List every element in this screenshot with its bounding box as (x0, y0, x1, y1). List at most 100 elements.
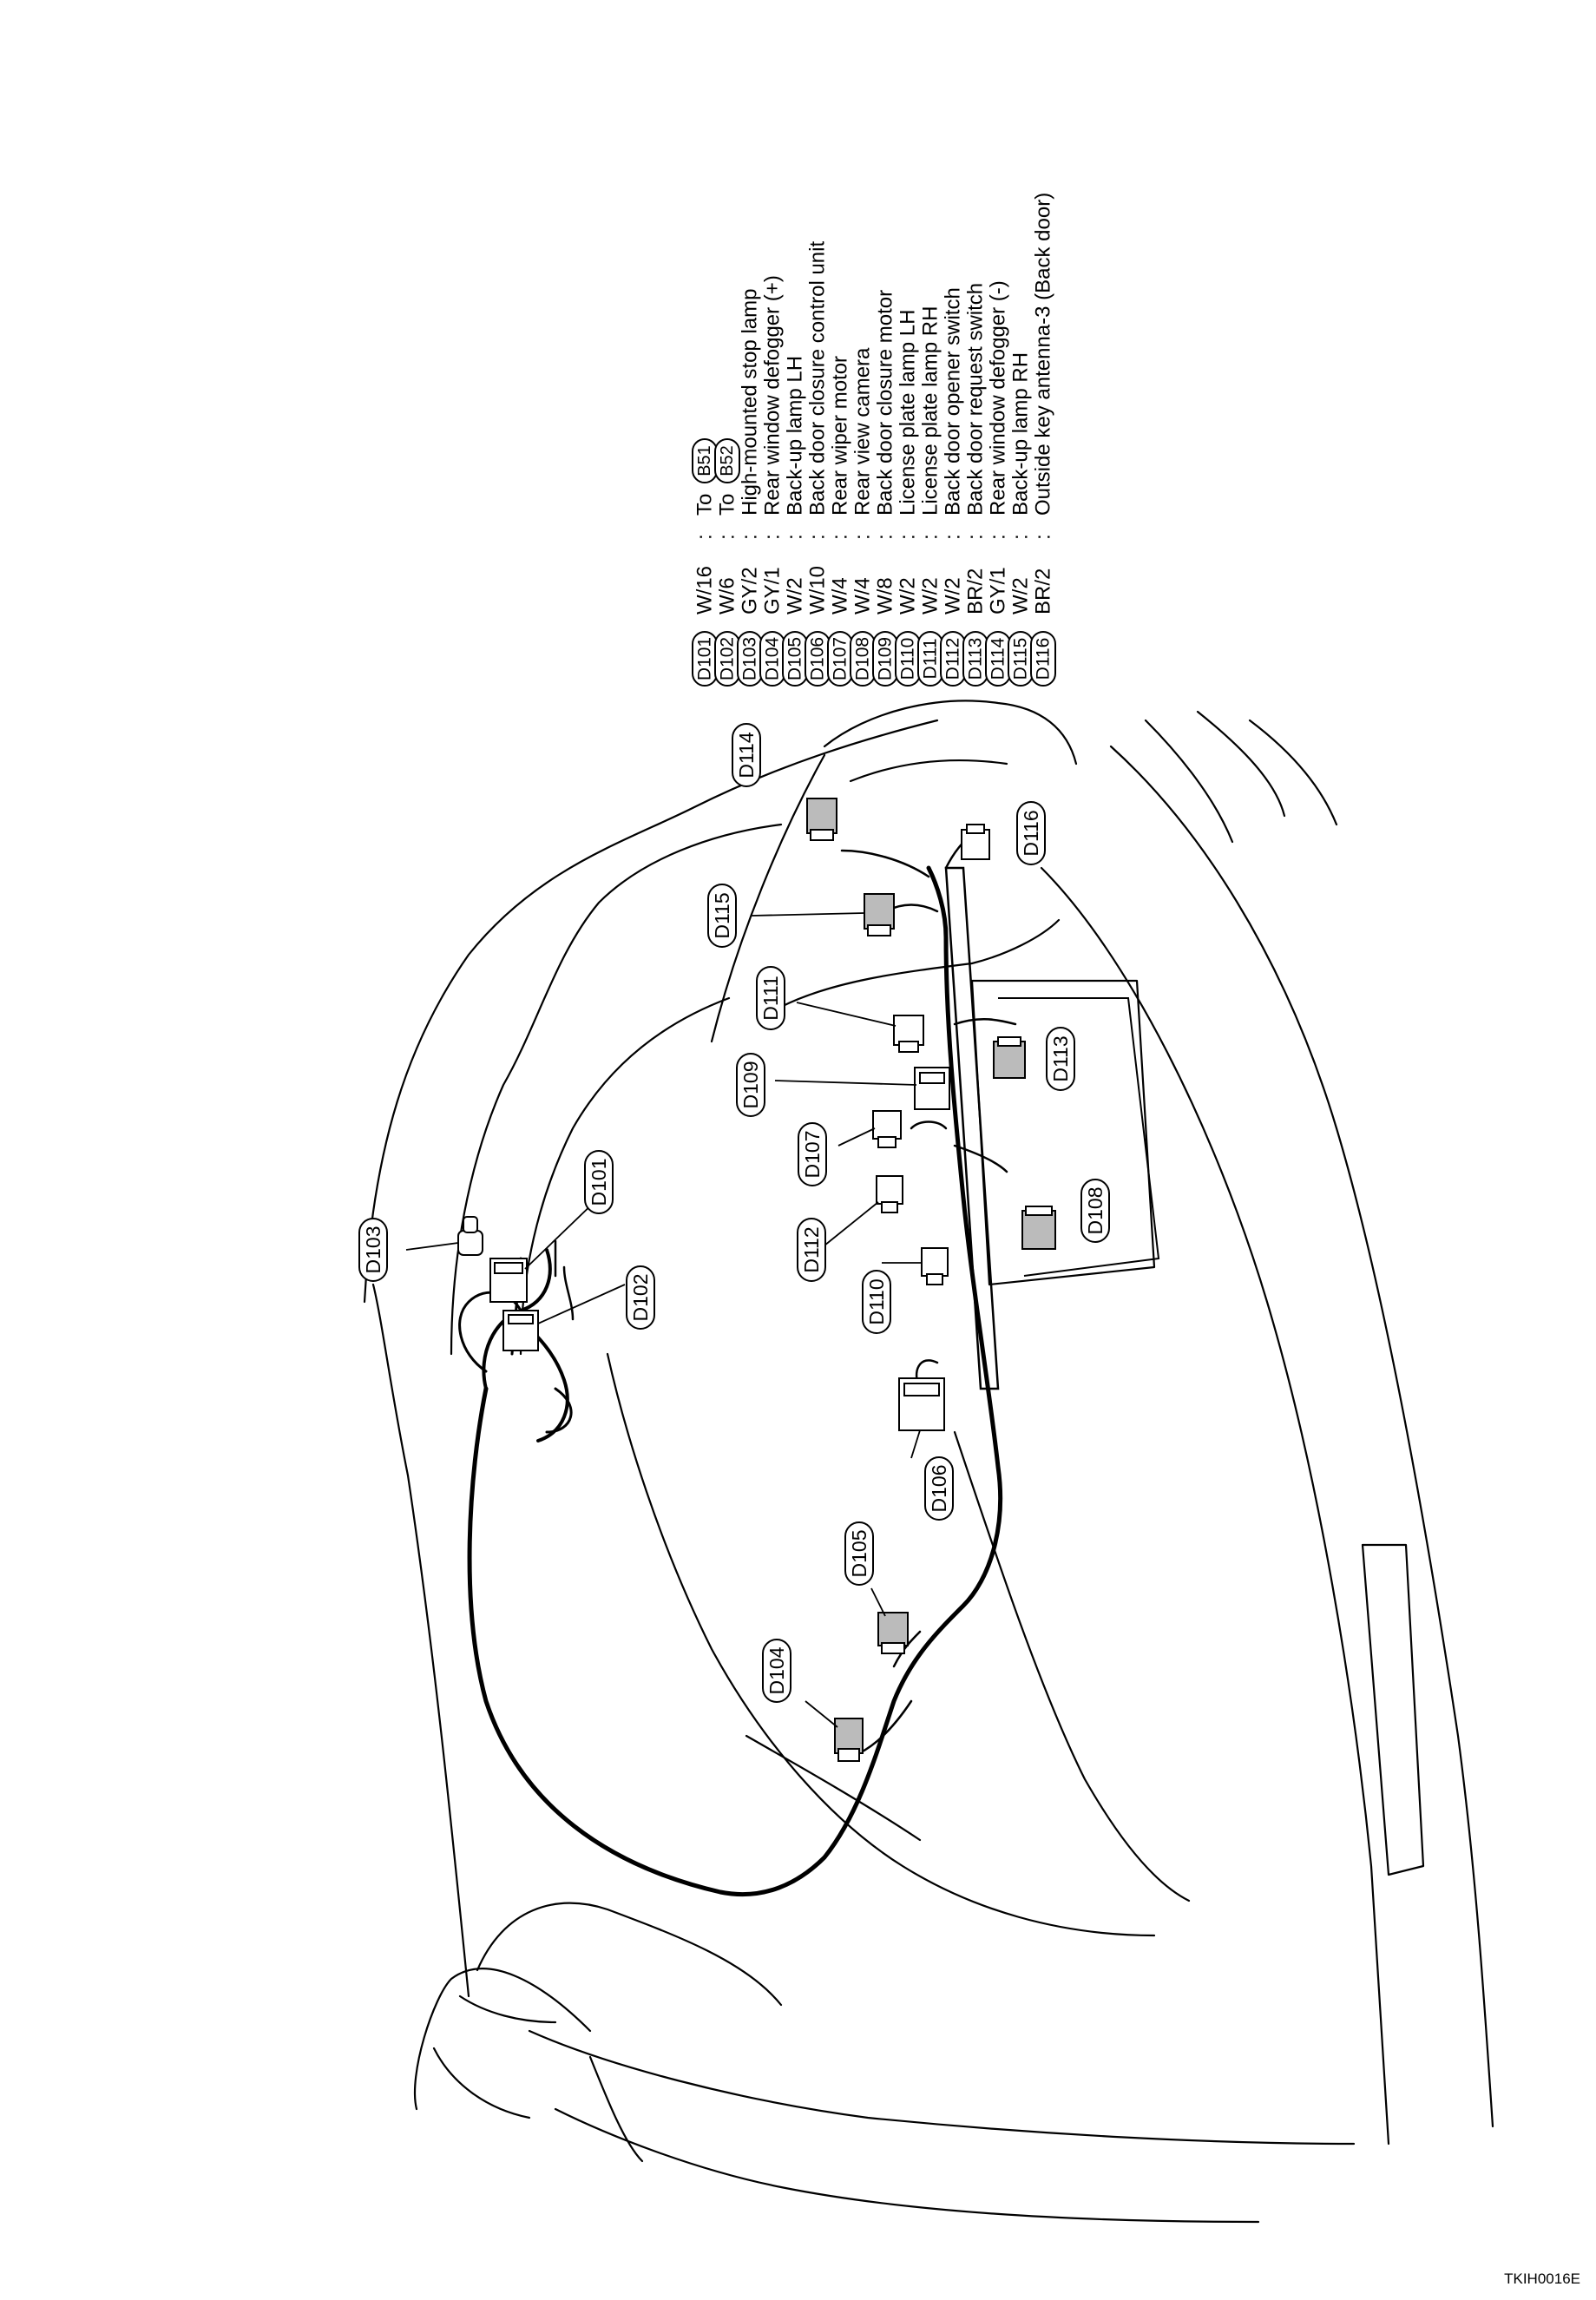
svg-text:D111: D111 (759, 976, 782, 1021)
callout-d110: D110 (862, 1270, 891, 1334)
connector-d112 (876, 1175, 903, 1213)
svg-text:D106: D106 (808, 637, 828, 680)
legend-row: D115 W/2: Back-up lamp RH (1008, 352, 1034, 687)
svg-text:D115: D115 (1011, 638, 1031, 680)
svg-text:W/2: W/2 (897, 577, 920, 614)
callout-d111: D111 (756, 966, 785, 1030)
svg-text:D110: D110 (898, 638, 918, 680)
connector-d106 (898, 1377, 945, 1431)
svg-text:D105: D105 (848, 1530, 870, 1578)
callout-d103: D103 (358, 1218, 388, 1282)
svg-text::: : (851, 534, 875, 540)
svg-text:D106: D106 (928, 1465, 950, 1513)
svg-text:D101: D101 (695, 637, 715, 680)
connector-d103 (457, 1216, 483, 1256)
callout-d107: D107 (798, 1122, 827, 1186)
svg-text:License plate lamp RH: License plate lamp RH (919, 306, 942, 516)
svg-text:License plate lamp LH: License plate lamp LH (897, 310, 920, 516)
leader-lines (405, 912, 922, 1728)
svg-text:Back-up lamp RH: Back-up lamp RH (1009, 352, 1033, 516)
svg-text:Rear view camera: Rear view camera (851, 347, 875, 516)
svg-text:D104: D104 (763, 637, 783, 681)
svg-text:D107: D107 (831, 637, 851, 680)
svg-text:To: To (716, 494, 739, 516)
callout-d106: D106 (924, 1456, 954, 1521)
svg-text:To: To (693, 494, 717, 516)
callout-d101: D101 (584, 1150, 614, 1214)
svg-text:BR/2: BR/2 (1032, 568, 1055, 614)
svg-text::: : (942, 534, 965, 540)
svg-text:Outside key antenna-3 (Back do: Outside key antenna-3 (Back door) (1032, 193, 1055, 516)
svg-text:D112: D112 (943, 638, 963, 680)
svg-text:GY/1: GY/1 (987, 567, 1010, 614)
legend-row: D104 GY/1: Rear window defogger (+) (759, 275, 785, 687)
svg-text:GY/1: GY/1 (761, 567, 785, 614)
callout-d116: D116 (1016, 801, 1046, 865)
svg-text:W/2: W/2 (942, 577, 965, 614)
svg-text:D103: D103 (740, 637, 760, 680)
svg-text:W/2: W/2 (919, 577, 942, 614)
svg-text::: : (761, 534, 785, 540)
svg-text:D114: D114 (735, 732, 758, 778)
svg-text::: : (784, 534, 807, 540)
svg-text:W/8: W/8 (874, 577, 897, 614)
svg-text::: : (897, 534, 920, 540)
callout-d109: D109 (736, 1053, 765, 1117)
svg-text:Back door closure motor: Back door closure motor (874, 290, 897, 516)
connector-d101 (489, 1258, 528, 1303)
svg-text:Rear window defogger (-): Rear window defogger (-) (987, 280, 1010, 516)
svg-text:D115: D115 (711, 892, 733, 938)
svg-text::: : (739, 534, 762, 540)
connector-d105 (877, 1612, 909, 1654)
svg-text::: : (1009, 534, 1033, 540)
svg-text:D113: D113 (966, 638, 986, 680)
callout-d113: D113 (1046, 1027, 1075, 1091)
svg-text:Back door closure control unit: Back door closure control unit (806, 241, 830, 516)
svg-text:B52: B52 (718, 445, 737, 476)
svg-text:D116: D116 (1020, 810, 1042, 856)
svg-text:W/16: W/16 (693, 566, 717, 614)
connector-d102 (502, 1310, 539, 1351)
svg-text:Rear window defogger (+): Rear window defogger (+) (761, 275, 785, 516)
connector-d115 (864, 893, 895, 936)
connector-d114 (806, 798, 837, 841)
svg-text:D111: D111 (921, 638, 941, 679)
svg-text:W/6: W/6 (716, 577, 739, 614)
figure-id: TKIH0016E (1504, 2270, 1580, 2287)
connector-d110 (921, 1247, 949, 1285)
svg-text:D107: D107 (801, 1131, 824, 1179)
connector-d113 (993, 1036, 1026, 1079)
callout-d104: D104 (762, 1639, 791, 1703)
svg-text:W/2: W/2 (1009, 577, 1033, 614)
svg-text:Back door opener switch: Back door opener switch (942, 287, 965, 516)
callout-d108: D108 (1080, 1179, 1110, 1243)
svg-text:D103: D103 (362, 1226, 384, 1274)
connector-d104 (834, 1718, 864, 1762)
svg-text:High-mounted stop lamp: High-mounted stop lamp (739, 289, 762, 516)
callout-d114: D114 (732, 723, 761, 787)
harness-main (458, 831, 1017, 1897)
svg-text::: : (693, 534, 717, 540)
svg-text:W/2: W/2 (784, 577, 807, 614)
svg-text:D109: D109 (876, 637, 896, 680)
connector-d111 (893, 1015, 924, 1053)
svg-text::: : (829, 534, 852, 540)
svg-text::: : (1032, 534, 1055, 540)
callout-d112: D112 (797, 1218, 826, 1282)
svg-text:D112: D112 (800, 1226, 823, 1272)
connector-d107 (872, 1110, 902, 1148)
callout-d105: D105 (844, 1521, 874, 1586)
svg-text:D101: D101 (588, 1159, 610, 1206)
